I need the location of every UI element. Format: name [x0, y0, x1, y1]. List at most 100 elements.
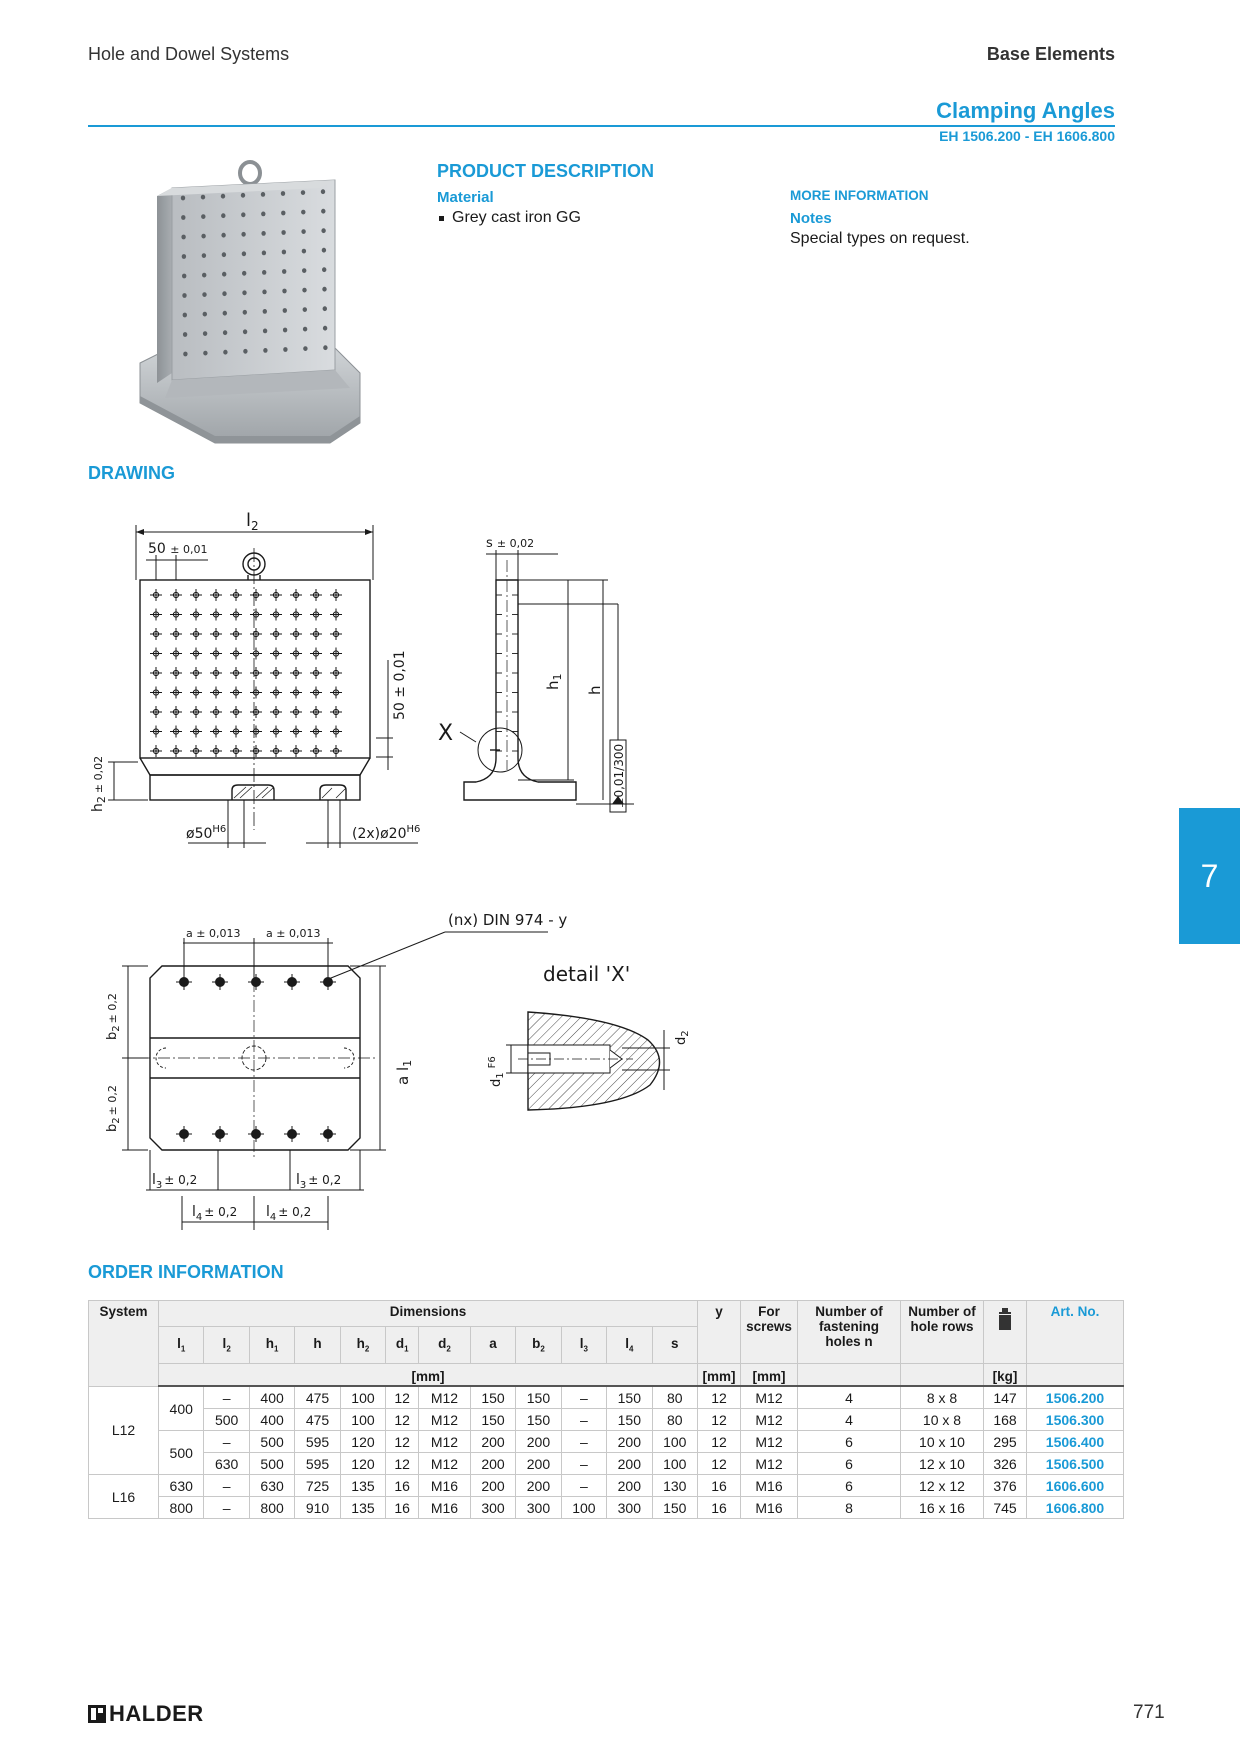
cell-d2: M12 [418, 1452, 471, 1475]
grid-hole [250, 725, 262, 738]
cell-l4: 200 [606, 1430, 653, 1453]
b2-top-label: b2± 0,2 [105, 993, 122, 1040]
grid-hole [190, 725, 202, 738]
fastening-hole [284, 974, 300, 990]
cell-b2: 200 [515, 1474, 562, 1497]
cell-y: 12 [697, 1385, 741, 1409]
grid-hole [250, 745, 262, 757]
cell-h: 595 [294, 1430, 341, 1453]
cell-h1: 500 [248, 1430, 296, 1453]
grid-hole [150, 608, 162, 621]
grid-hole [190, 589, 202, 601]
grid-hole [310, 608, 322, 621]
photo-hole [302, 307, 307, 312]
h-label: h [586, 685, 604, 695]
fastening-hole [248, 1126, 264, 1142]
photo-hole [182, 332, 188, 337]
cell-art-no[interactable]: 1506.200 [1026, 1385, 1124, 1409]
grid-hole [210, 628, 222, 640]
unit-art [1026, 1363, 1124, 1387]
cell-d1: 12 [385, 1408, 420, 1431]
grid-hole [330, 589, 342, 601]
cell-art-no[interactable]: 1606.600 [1026, 1474, 1124, 1497]
h1-label: h1 [544, 673, 564, 690]
perpendicularity-label: ⊥0,01/300 [612, 744, 626, 808]
photo-hole [221, 213, 226, 219]
cell-h2: 100 [339, 1408, 387, 1431]
cell-l2: – [203, 1385, 250, 1409]
l3-left-label: l3± 0,2 [152, 1172, 197, 1191]
cell-l4: 150 [606, 1385, 653, 1409]
photo-hole [262, 309, 267, 314]
grid-hole [330, 608, 342, 621]
grid-hole [150, 745, 162, 757]
cell-a: 200 [469, 1474, 517, 1497]
side-view: s ± 0,02 X h1 h ⊥0,01/300 [438, 536, 634, 813]
cell-l3: – [560, 1474, 608, 1497]
photo-hole [200, 194, 206, 200]
cell-l2: 500 [203, 1408, 250, 1431]
cell-n: 4 [797, 1385, 901, 1409]
grid-hole [330, 725, 342, 738]
cell-h: 475 [294, 1408, 341, 1431]
photo-hole [202, 311, 207, 317]
order-information-heading: ORDER INFORMATION [88, 1262, 284, 1282]
bottom-view: (nx) DIN 974 - y a ± 0,013 a ± 0,013 b2±… [105, 911, 567, 1230]
cell-d1: 12 [385, 1452, 420, 1475]
grid-hole [150, 686, 162, 699]
grid-hole [290, 608, 302, 621]
grid-hole [310, 589, 322, 601]
cell-art-no[interactable]: 1506.300 [1026, 1408, 1124, 1431]
photo-hole [322, 306, 327, 312]
grid-hole [250, 628, 262, 640]
cell-art-no[interactable]: 1606.800 [1026, 1496, 1124, 1519]
grid-hole [150, 667, 162, 679]
photo-hole [302, 268, 307, 273]
cell-h2: 135 [339, 1496, 387, 1519]
photo-hole [222, 310, 227, 316]
cell-kg: 295 [983, 1430, 1027, 1453]
grid-hole [290, 725, 302, 738]
grid-hole [250, 706, 262, 718]
grid-hole [270, 608, 282, 621]
cell-art-no[interactable]: 1506.500 [1026, 1452, 1124, 1475]
photo-hole [243, 348, 248, 354]
grid-hole [210, 647, 222, 660]
cell-b2: 200 [515, 1452, 562, 1475]
grid-hole [230, 725, 242, 738]
notes-text: Special types on request. [790, 230, 970, 247]
grid-hole [250, 589, 262, 601]
photo-hole [201, 233, 206, 239]
d2-label: d2 [674, 1030, 691, 1045]
cell-art-no[interactable]: 1506.400 [1026, 1430, 1124, 1453]
cell-d1: 16 [385, 1496, 420, 1519]
grid-hole [190, 628, 202, 640]
l4-right-label: l4± 0,2 [266, 1204, 311, 1223]
fastening-hole [212, 1126, 228, 1142]
cell-y: 12 [697, 1408, 741, 1431]
chapter-tab[interactable]: 7 [1179, 808, 1240, 944]
grid-hole [250, 667, 262, 679]
photo-hole [322, 325, 328, 331]
grid-hole [310, 628, 322, 640]
photo-hole [283, 347, 288, 352]
unit-kg: [kg] [983, 1363, 1027, 1387]
col-dim-h: h [294, 1326, 341, 1364]
photo-hole [281, 210, 286, 216]
notes-heading: Notes [790, 210, 832, 227]
header-section-name: Hole and Dowel Systems [88, 44, 290, 64]
photo-hole [221, 232, 226, 238]
photo-hole [242, 309, 247, 315]
grid-hole [190, 706, 202, 718]
pitch-side-label: 50 ± 0,01 [392, 650, 408, 720]
photo-hole [202, 331, 208, 336]
cell-h: 595 [294, 1452, 341, 1475]
grid-hole [290, 589, 302, 601]
grid-hole [210, 725, 222, 738]
cell-d1: 16 [385, 1474, 420, 1497]
cell-h: 910 [294, 1496, 341, 1519]
